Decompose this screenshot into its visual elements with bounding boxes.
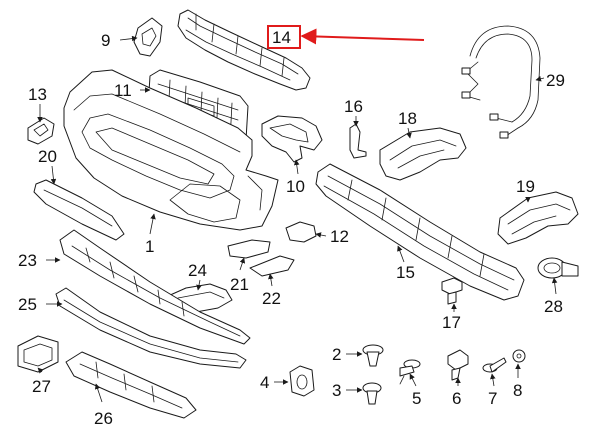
part-22-cover-right[interactable] bbox=[249, 255, 295, 277]
callout-1: 1 bbox=[145, 237, 154, 256]
callout-5: 5 bbox=[412, 389, 421, 408]
part-25-lower-spoiler[interactable] bbox=[55, 287, 247, 369]
part-21-cover-left[interactable] bbox=[227, 239, 271, 259]
callout-16: 16 bbox=[344, 97, 363, 116]
callout-9: 9 bbox=[101, 31, 110, 50]
callout-17: 17 bbox=[442, 313, 461, 332]
part-2-push-clip[interactable] bbox=[362, 344, 384, 367]
callout-12: 12 bbox=[330, 227, 349, 246]
part-9-bracket[interactable] bbox=[133, 17, 163, 57]
part-10-bracket[interactable] bbox=[261, 115, 323, 163]
part-7-screw[interactable] bbox=[482, 357, 507, 373]
part-17-bolt[interactable] bbox=[441, 277, 463, 305]
part-28-park-sensor[interactable] bbox=[537, 257, 579, 279]
part-26-splash-shield[interactable] bbox=[65, 351, 197, 419]
highlight-part-14 bbox=[267, 25, 425, 49]
callout-23: 23 bbox=[18, 251, 37, 270]
part-15-impact-bar[interactable] bbox=[315, 163, 525, 301]
callout-27: 27 bbox=[32, 377, 51, 396]
part-5-stud[interactable] bbox=[399, 359, 421, 385]
part-4-grommet[interactable] bbox=[289, 365, 315, 397]
callout-24: 24 bbox=[188, 261, 207, 280]
part-8-washer[interactable] bbox=[512, 349, 526, 363]
callout-22: 22 bbox=[262, 289, 281, 308]
part-18-bracket[interactable] bbox=[379, 127, 467, 181]
part-23-lower-strip[interactable] bbox=[59, 229, 251, 345]
callout-13: 13 bbox=[28, 85, 47, 104]
part-16-clip[interactable] bbox=[349, 123, 367, 159]
callout-8: 8 bbox=[513, 381, 522, 400]
part-27-panel[interactable] bbox=[17, 335, 59, 373]
callout-numbers: 1 2 3 4 5 6 7 8 9 10 11 12 13 14 15 16 1… bbox=[18, 28, 565, 428]
part-20-trim-strip[interactable] bbox=[33, 179, 125, 241]
callout-26: 26 bbox=[94, 409, 113, 428]
callout-15: 15 bbox=[396, 263, 415, 282]
callout-21: 21 bbox=[230, 275, 249, 294]
part-29-wiring-harness[interactable] bbox=[461, 25, 541, 139]
callout-2: 2 bbox=[332, 345, 341, 364]
part-6-flange-bolt[interactable] bbox=[447, 349, 469, 381]
part-1-bumper-cover[interactable] bbox=[63, 69, 279, 231]
callout-18: 18 bbox=[398, 109, 417, 128]
part-13-tow-cap[interactable] bbox=[27, 117, 55, 145]
callout-25: 25 bbox=[18, 295, 37, 314]
callout-10: 10 bbox=[286, 177, 305, 196]
part-3-push-clip[interactable] bbox=[362, 382, 382, 405]
part-14-energy-absorber[interactable] bbox=[177, 9, 311, 91]
callout-7: 7 bbox=[488, 389, 497, 408]
callout-28: 28 bbox=[544, 297, 563, 316]
callout-4: 4 bbox=[260, 373, 269, 392]
part-12-lamp-cover[interactable] bbox=[285, 221, 317, 243]
callout-3: 3 bbox=[332, 381, 341, 400]
callout-29: 29 bbox=[546, 71, 565, 90]
callout-14: 14 bbox=[272, 28, 291, 47]
callout-19: 19 bbox=[516, 177, 535, 196]
callout-20: 20 bbox=[38, 147, 57, 166]
leader-lines bbox=[37, 35, 558, 403]
part-19-bracket[interactable] bbox=[497, 191, 579, 245]
callout-6: 6 bbox=[452, 389, 461, 408]
callout-11: 11 bbox=[114, 81, 132, 100]
